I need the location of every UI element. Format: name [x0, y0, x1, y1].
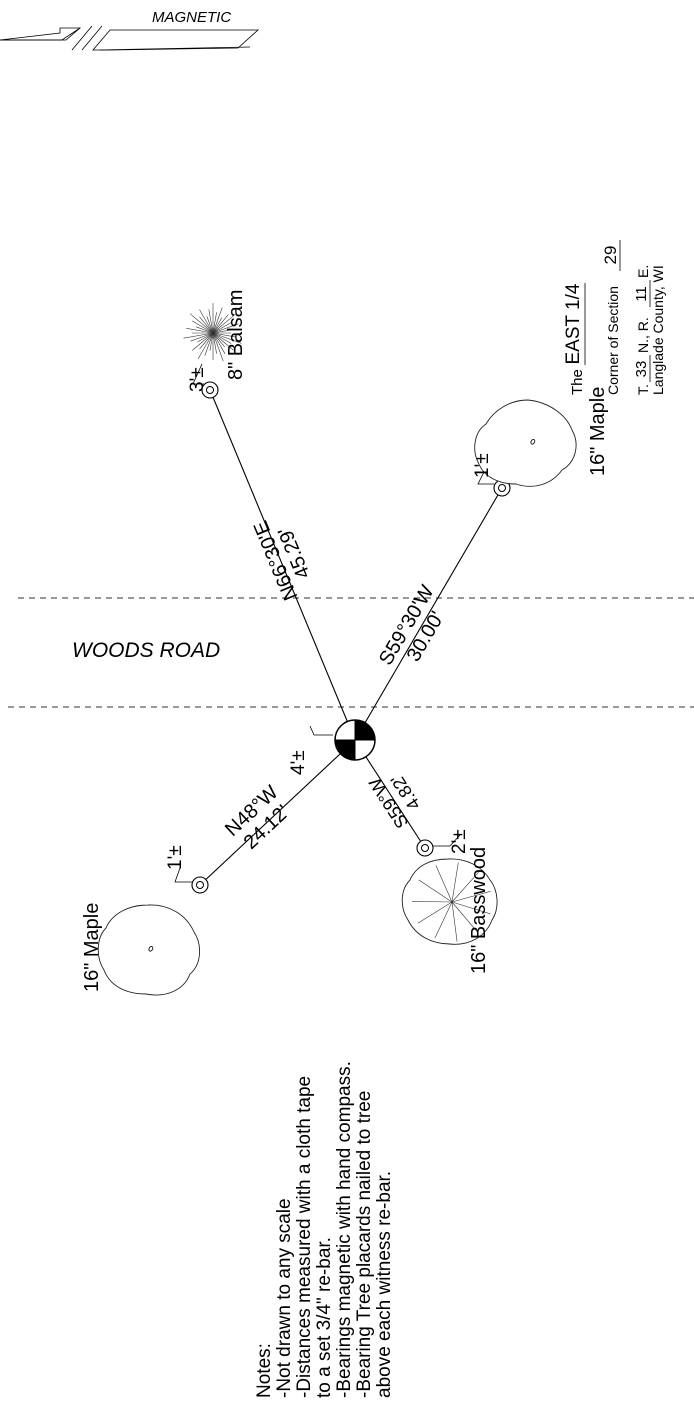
- title-corner-name: EAST 1/4: [563, 283, 584, 364]
- rebar-marker-maple-west: [191, 876, 209, 894]
- tie-line-maple-east: [354, 487, 503, 741]
- title-block: The EAST 1/4 Corner of Section 29 T. 33 …: [563, 240, 666, 395]
- rebar-marker-balsam: [201, 381, 219, 399]
- basswood-tree-icon: [401, 858, 498, 945]
- title-range-suffix: E.: [635, 265, 651, 278]
- notes-heading: Notes:: [254, 1343, 275, 1398]
- offset-leader-basswood: [433, 834, 461, 847]
- note-line: -Bearings magnetic with hand compass.: [334, 1061, 355, 1398]
- offset-label-balsam: 3'±: [187, 367, 208, 392]
- corner-offset-label: 4'±: [288, 750, 309, 775]
- corner-offset-leader: [309, 725, 333, 736]
- maple-tree-icon: [97, 904, 200, 996]
- svg-text:T.: T.: [635, 384, 651, 395]
- note-line: -Not drawn to any scale: [274, 1198, 295, 1398]
- tree-label-basswood: 16" Basswood: [468, 847, 490, 974]
- offset-leader-balsam: [192, 363, 204, 385]
- title-township: 33: [633, 361, 650, 378]
- tie-lines: [199, 389, 503, 886]
- maple-tree-icon: [474, 399, 577, 487]
- title-range: 11: [633, 286, 650, 302]
- tree-label-maple-west: 16" Maple: [81, 903, 103, 992]
- rebar-markers: [191, 381, 511, 894]
- offset-leader-maple-west: [174, 867, 192, 883]
- tie-line-basswood: [354, 739, 426, 849]
- tie-line-balsam: [209, 389, 356, 741]
- title-township-suffix: N., R.: [635, 317, 651, 353]
- title-the-label: The: [569, 369, 586, 395]
- north-arrow-icon: [0, 25, 260, 51]
- svg-text:The: The: [569, 369, 586, 395]
- section-corner-monument-icon: [334, 719, 376, 761]
- note-line: to a set 3/4" re-bar.: [314, 1237, 335, 1398]
- note-line: above each witness re-bar.: [374, 1171, 395, 1398]
- note-line: -Distances measured with a cloth tape: [294, 1076, 315, 1398]
- balsam-tree-icon: [183, 303, 242, 362]
- rebar-marker-maple-east: [493, 479, 511, 497]
- title-section-number: 29: [601, 246, 620, 265]
- title-township-prefix: T.: [635, 384, 651, 395]
- tree-label-maple-east: 16" Maple: [587, 387, 609, 476]
- woods-road: WOODS ROAD: [8, 597, 694, 708]
- rebar-marker-basswood: [416, 839, 434, 857]
- tree-label-balsam: 8" Balsam: [225, 290, 247, 380]
- north-arrow-label: MAGNETIC: [152, 9, 231, 26]
- road-name-label: WOODS ROAD: [72, 639, 220, 662]
- notes-block: Notes: -Not drawn to any scale -Distance…: [254, 1061, 395, 1398]
- offset-label-maple-west: 1'±: [165, 845, 186, 870]
- note-line: -Bearing Tree placards nailed to tree: [354, 1091, 375, 1398]
- title-corner-of-section: Corner of Section: [605, 286, 621, 395]
- offset-label-maple-east: 1'±: [472, 453, 493, 478]
- north-arrow: MAGNETIC: [0, 9, 260, 51]
- offset-label-basswood: 2'±: [449, 829, 470, 854]
- svg-text:Corner of Section: Corner of Section: [605, 286, 621, 395]
- title-county: Langlade County, WI: [650, 265, 666, 395]
- tie-line-maple-west: [199, 739, 356, 886]
